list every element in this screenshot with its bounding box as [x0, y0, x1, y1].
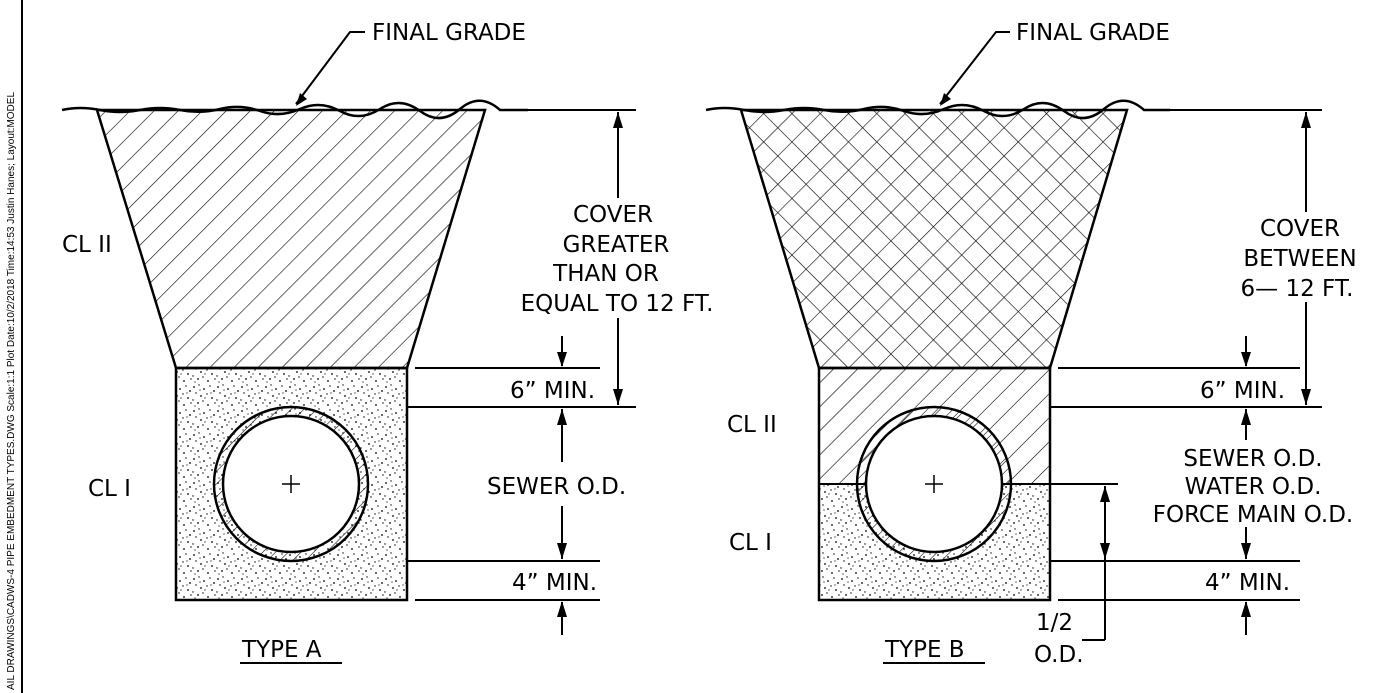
type-b-4min-arrow: [1241, 601, 1251, 617]
type-b-cl2-label: CL II: [727, 412, 777, 438]
type-a-grade-arrowhead: [296, 93, 307, 106]
type-a-6min-arrow: [557, 352, 567, 367]
type-b-half-od-arrow-up: [1100, 486, 1110, 502]
type-b-half-od-arrow-down: [1100, 543, 1110, 559]
type-b-final-grade-label: FINAL GRADE: [1016, 20, 1170, 46]
type-b-od-arrow-down: [1241, 543, 1251, 559]
type-a-cover-line-2: GREATER: [563, 232, 670, 258]
type-b-cover-line-2: BETWEEN: [1243, 246, 1356, 272]
type-b-6min-arrow: [1241, 352, 1251, 367]
type-a-4min-arrow: [557, 601, 567, 617]
type-a-final-grade-line: [61, 99, 528, 120]
type-b-od-line-3: FORCE MAIN O.D.: [1153, 502, 1353, 528]
type-a-od-label: SEWER O.D.: [487, 474, 626, 500]
type-b-half-od-line-1: 1/2: [1036, 610, 1073, 636]
type-b-cover-arrow-up: [1301, 112, 1311, 128]
type-a-cover-line-1: COVER: [573, 202, 653, 228]
type-a-cover-arrow-up: [613, 112, 623, 128]
type-b-od-arrow-up: [1241, 409, 1251, 425]
type-b-od-line-1: SEWER O.D.: [1183, 446, 1322, 472]
type-a-4min-label: 4” MIN.: [512, 570, 597, 596]
type-a-cl2-label: CL II: [62, 232, 112, 258]
type-b-grade-arrowhead: [940, 93, 951, 106]
type-b-detail: FINAL GRADE CL II CL I COVER BETWEEN 6— …: [705, 20, 1357, 668]
type-b-4min-label: 4” MIN.: [1205, 570, 1290, 596]
type-b-6min-label: 6” MIN.: [1200, 378, 1285, 404]
type-a-detail: FINAL GRADE CL II CL I COVER GREATER THA…: [61, 20, 714, 664]
type-a-cover-arrow-down: [613, 389, 623, 405]
type-b-cl2-backfill: [739, 108, 1129, 370]
type-b-half-od-line-2: O.D.: [1034, 642, 1084, 668]
type-b-grade-leader: [939, 31, 1010, 105]
type-a-od-arrow-up: [557, 409, 567, 425]
type-a-cover-line-4: EQUAL TO 12 FT.: [521, 291, 714, 317]
type-a-title: TYPE A: [241, 637, 322, 663]
type-b-cover-arrow-down: [1301, 389, 1311, 405]
type-b-cover-line-3: 6— 12 FT.: [1241, 276, 1354, 302]
type-a-cl2-backfill: [95, 108, 487, 370]
type-b-cl1-label: CL I: [729, 530, 772, 556]
type-b-title: TYPE B: [884, 637, 965, 663]
type-b-od-line-2: WATER O.D.: [1185, 474, 1322, 500]
sheet-side-label: AIL DRAWINGS\CADWS-4 PIPE EMBEDMENT TYPE…: [6, 92, 17, 690]
type-b-cover-line-1: COVER: [1260, 216, 1340, 242]
type-a-cover-line-3: THAN OR: [552, 261, 659, 287]
type-b-final-grade-line: [705, 99, 1170, 120]
type-a-grade-leader: [295, 31, 365, 105]
type-a-od-arrow-down: [557, 543, 567, 559]
type-a-6min-label: 6” MIN.: [510, 378, 595, 404]
type-a-cl1-label: CL I: [88, 476, 131, 502]
type-a-final-grade-label: FINAL GRADE: [372, 20, 526, 46]
